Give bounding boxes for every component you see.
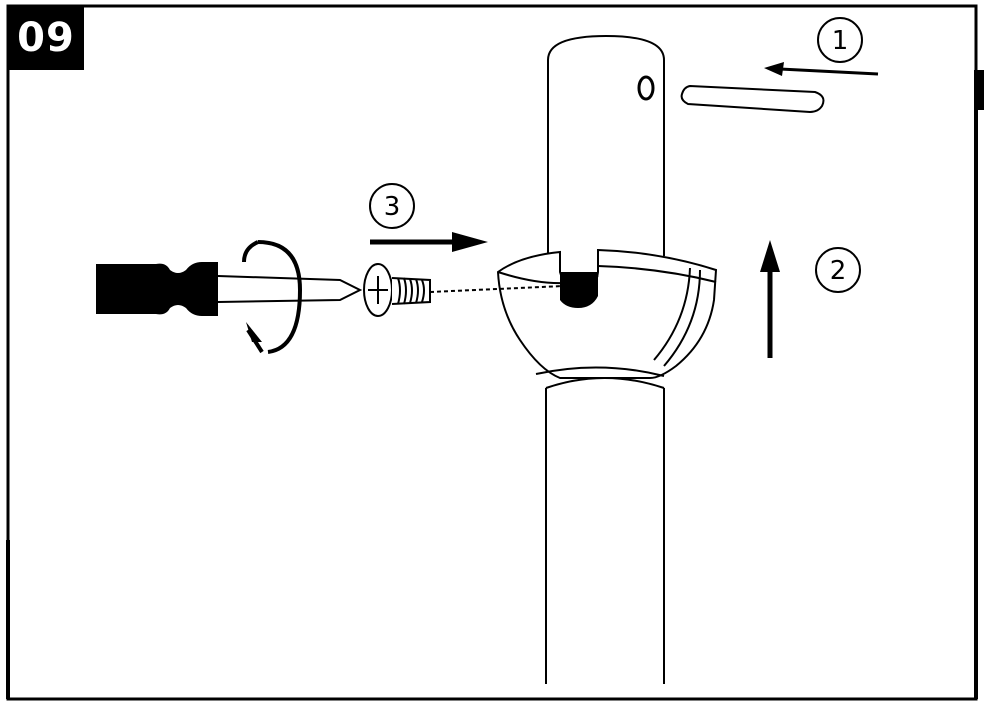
lower-pole xyxy=(545,377,665,684)
arrow-3 xyxy=(370,232,488,252)
callout-3: 3 xyxy=(369,183,415,229)
callout-3-label: 3 xyxy=(384,192,401,222)
callout-1-label: 1 xyxy=(832,26,849,56)
alignment-line xyxy=(429,285,565,293)
border-right-tab xyxy=(976,70,984,110)
callout-1: 1 xyxy=(817,17,863,63)
arrow-2 xyxy=(760,240,780,358)
rotate-arrow-icon xyxy=(242,240,303,354)
screw-icon xyxy=(363,263,431,317)
pin-icon xyxy=(680,84,825,114)
panel-border xyxy=(6,4,978,701)
step-number: 09 xyxy=(8,6,84,70)
collar-icon xyxy=(496,248,718,379)
callout-2: 2 xyxy=(815,247,861,293)
screwdriver-icon xyxy=(96,262,363,316)
callout-2-label: 2 xyxy=(830,256,847,286)
arrow-1 xyxy=(764,62,879,76)
upper-pole xyxy=(547,34,665,256)
pin-hole xyxy=(637,75,655,101)
